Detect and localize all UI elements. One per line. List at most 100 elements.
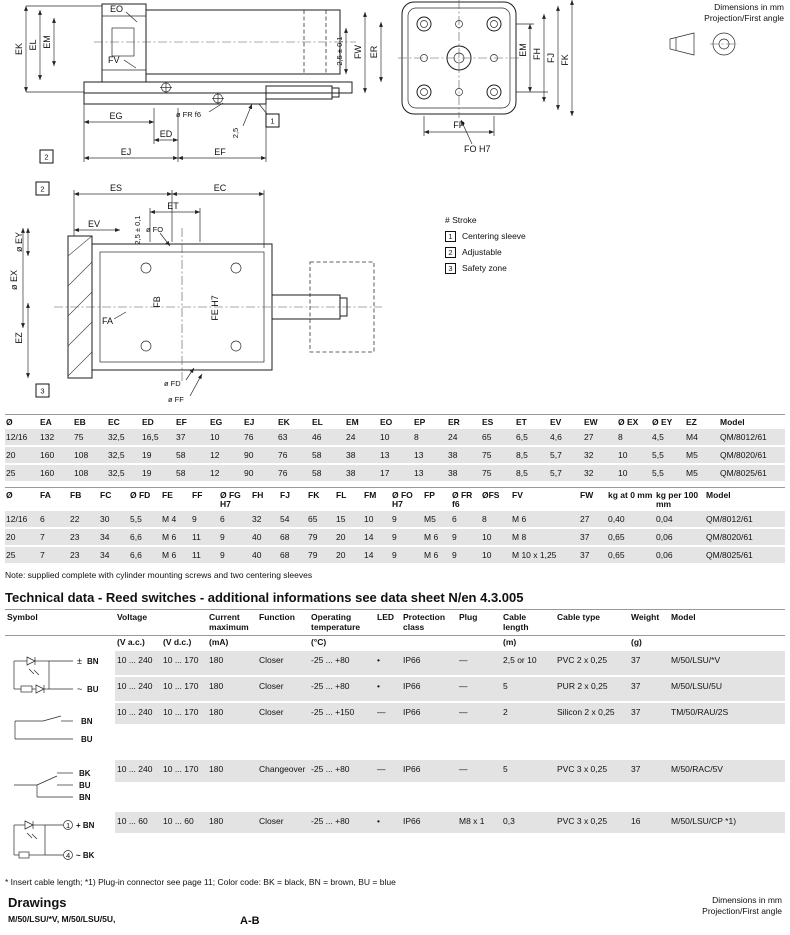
callout-box-3 [35,383,50,398]
table-cell: 10 ... 170 [161,759,208,812]
column-header [669,635,786,651]
column-header: EV [549,414,583,429]
dim-label-fb: FB [152,296,162,308]
column-header: FP [423,487,451,511]
projection-angle-note: Projection/First angle [704,13,784,23]
callout-3: 3 [40,387,44,396]
column-header: FM [363,487,391,511]
table-cell: 22 [69,511,99,529]
dim-label-er: ER [369,45,379,58]
table-cell: 12 [209,446,243,465]
dim-label-et: ET [167,201,179,211]
column-header: EK [277,414,311,429]
table-cell: 58 [311,446,345,465]
table-cell: • [375,650,402,677]
table-cell: M5 [685,464,719,483]
dim-label-fv: FV [108,55,120,65]
table-cell: 38 [345,446,379,465]
drawings-section: Drawings M/50/LSU/*V, M/50/LSU/5U, A-B D… [0,895,790,935]
table-cell: 180 [207,650,258,677]
table-cell: IP66 [401,759,458,812]
table-cell: 16 [629,811,670,870]
col-symbol: Symbol [5,609,115,636]
table-cell: 108 [73,464,107,483]
body-outline [54,228,382,383]
table-cell: 20 [335,528,363,547]
table-cell: 160 [39,446,73,465]
table-cell: 0,40 [607,511,655,529]
table-cell: 5,7 [549,464,583,483]
table-cell: 37 [175,429,209,447]
wire-label-bn: BN [79,793,91,802]
dim-label-fk: FK [560,54,570,66]
table-cell: 20 [335,546,363,565]
table-cell: Silicon 2 x 0,25 [555,701,630,760]
column-header: Model [705,487,785,511]
projection-angle-note: Projection/First angle [702,905,782,916]
table-cell: M/50/RAC/5V [669,759,786,812]
table-cell: 12/16 [5,429,39,447]
table-cell: 6 [39,511,69,529]
table-cell: 75 [481,446,515,465]
table-cell: 65 [307,511,335,529]
dim-label-fp: FP [453,120,465,130]
circuit-lines [13,819,73,860]
table-cell: 27 [579,511,607,529]
table-cell: 40 [251,528,279,547]
table-cell: 5 [501,759,556,812]
column-header [5,635,115,651]
table-cell: 24 [345,429,379,447]
table-cell: 9 [451,528,481,547]
legend-box-1: 1 [445,231,456,243]
column-header: FE [161,487,191,511]
table-cell: 11 [191,528,219,547]
table-cell: 38 [447,464,481,483]
table-cell: 10 [379,429,413,447]
wire-label-bu: BU [81,735,93,744]
hatching [67,235,93,377]
dim-label-ff: ø FF [168,395,184,404]
table-cell: 10 [209,429,243,447]
table-cell: 76 [243,429,277,447]
table-cell: 14 [363,546,391,565]
reed-symbol-plug-circuit: 1 + BN 4 ~ BK [13,819,95,860]
column-header: (V a.c.) [115,635,161,651]
table-cell: M 6 [511,511,579,529]
reed-symbol-lsu: ± BN ~ BU [5,650,115,703]
callout-box-1 [265,113,280,128]
table-cell: 9 [219,528,251,547]
table-cell: 6,6 [129,528,161,547]
wire-label-bn: BN [81,717,93,726]
table-cell: 4,6 [549,429,583,447]
table-cell: 10 [481,528,511,547]
reed-symbol-closer: BN BU [14,715,93,744]
table-cell: 14 [363,528,391,547]
table-cell: M/50/LSU/5U [669,676,786,703]
column-header: Ø [5,414,39,429]
table-cell: M 6 [423,546,451,565]
column-header: (mA) [207,635,258,651]
wire-label-bk: BK [79,769,91,778]
callout-2: 2 [40,185,44,194]
table-cell: 23 [69,528,99,547]
table-cell: 2,5 or 10 [501,650,556,677]
table-cell: TM/50/RAU/2S [669,701,786,760]
table-cell: 7 [39,528,69,547]
legend-label: Safety zone [462,263,507,273]
table-cell: 13 [379,446,413,465]
dimension-lines [21,190,265,397]
table-cell: 32 [583,446,617,465]
column-header: ØFS [481,487,511,511]
table-cell: QM/8012/61 [719,429,785,447]
flange-outline [398,0,522,118]
column-header [457,635,502,651]
dim-label-fd: ø FD [164,379,181,388]
table-cell: QM/8020/61 [705,528,785,547]
footnote: * Insert cable length; *1) Plug-in conne… [5,876,396,887]
